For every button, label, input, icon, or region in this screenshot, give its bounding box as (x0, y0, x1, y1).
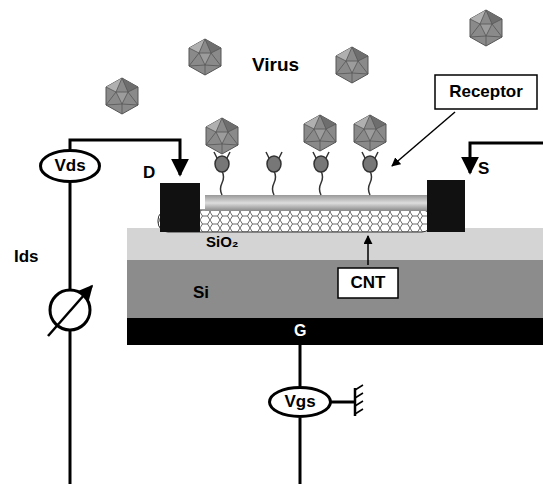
terminal-label: S (478, 160, 489, 179)
node-label: Receptor (449, 83, 523, 102)
callout-box: Receptor (434, 74, 538, 110)
terminal-label: D (143, 164, 155, 183)
node-label: Vds (54, 157, 85, 176)
voltage-source: Vds (39, 149, 101, 183)
voltage-source: Vgs (268, 386, 332, 418)
signal-label: Ids (14, 248, 39, 267)
terminal-label: G (294, 322, 306, 340)
node-label: Vgs (284, 393, 315, 412)
callout-box: CNT (337, 267, 399, 299)
layer-label: Si (193, 284, 209, 303)
layer-label: SiO₂ (206, 234, 239, 251)
virus-label: Virus (252, 55, 299, 76)
node-label: CNT (351, 274, 386, 293)
